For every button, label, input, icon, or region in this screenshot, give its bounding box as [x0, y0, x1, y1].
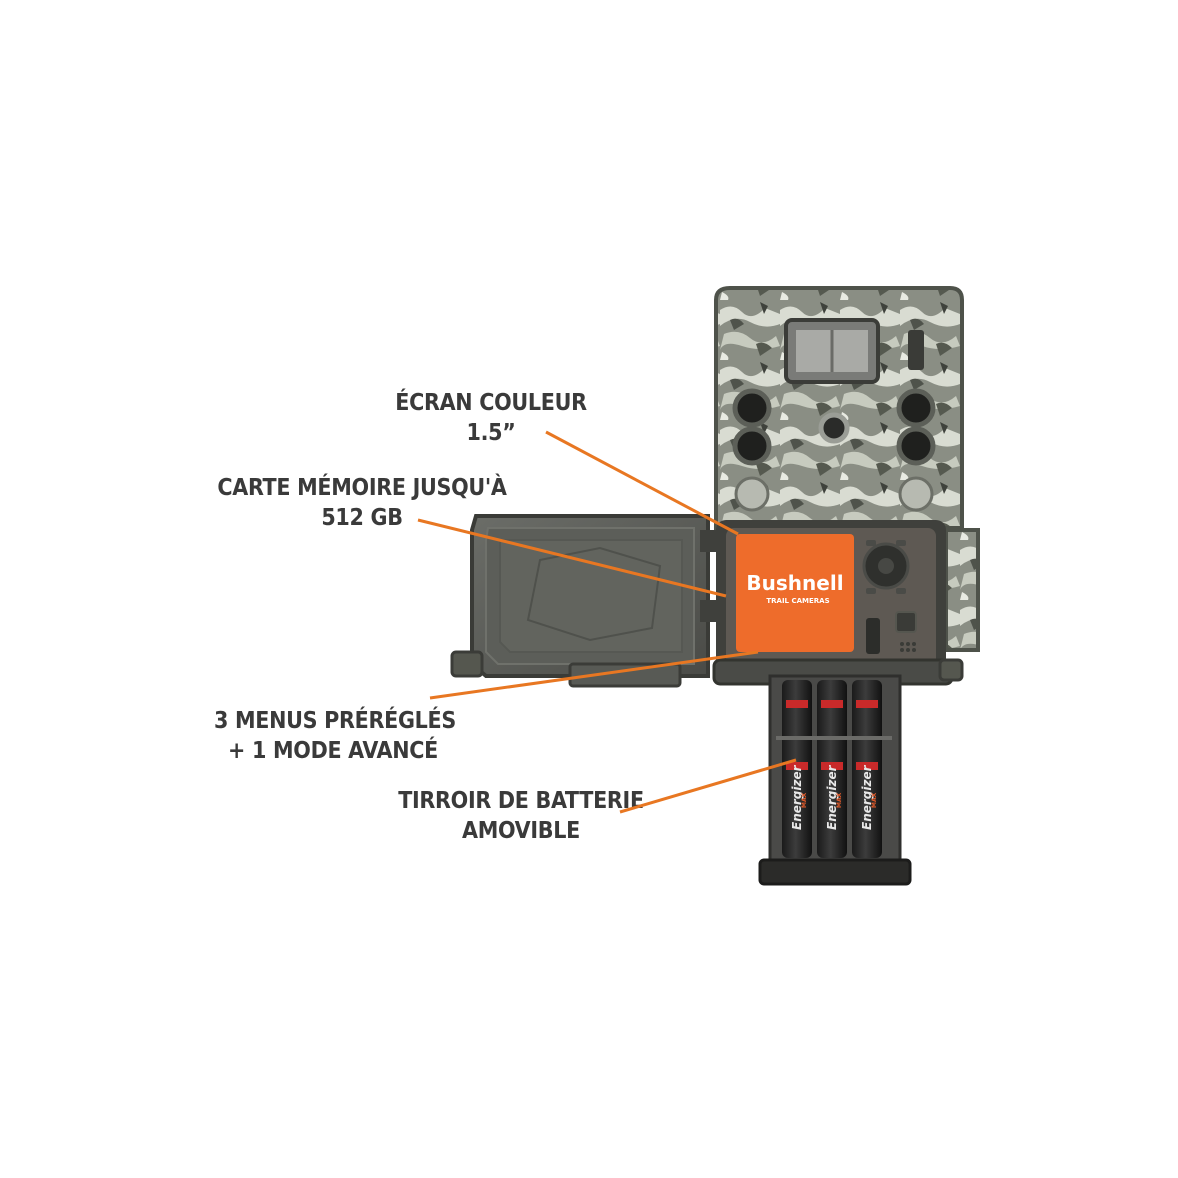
callout-memory-line2: 512 GB — [321, 505, 403, 531]
battery-tag: MAX — [836, 792, 843, 808]
callout-line-memory — [417, 518, 727, 598]
indicator-light — [908, 330, 924, 370]
battery-label: Energizer — [790, 764, 804, 830]
callout-screen: ÉCRAN COULEUR 1.5” — [388, 388, 594, 448]
callout-memory: CARTE MÉMOIRE JUSQU'À 512 GB — [214, 473, 510, 533]
callout-battery-line2: AMOVIBLE — [462, 818, 580, 844]
callout-line-screen — [545, 430, 739, 536]
battery-tray-handle — [758, 858, 912, 886]
camera-lens — [818, 412, 850, 444]
callout-screen-line2: 1.5” — [466, 420, 516, 446]
control-panel: Bushnell TRAIL CAMERAS — [712, 520, 964, 686]
callout-memory-line1: CARTE MÉMOIRE JUSQU'À — [217, 475, 507, 501]
brand-sub-logo: TRAIL CAMERAS — [766, 597, 829, 605]
battery-label: Energizer — [860, 764, 874, 830]
camera-body — [714, 286, 980, 652]
callout-menus-line2: + 1 MODE AVANCÉ — [228, 738, 438, 764]
callout-lines — [417, 430, 797, 814]
battery-tray: Energizer Energizer Energizer MAX MAX MA… — [758, 674, 912, 886]
battery-label: Energizer — [825, 764, 839, 830]
callout-line-menus — [429, 650, 759, 700]
power-switch — [866, 618, 880, 654]
callout-battery: TIRROIR DE BATTERIE AMOVIBLE — [398, 786, 644, 846]
brand-logo: Bushnell — [746, 571, 843, 595]
battery-tag: MAX — [801, 792, 808, 808]
callout-menus: 3 MENUS PRÉRÉGLÉS + 1 MODE AVANCÉ — [214, 706, 456, 766]
brand-panel — [736, 534, 854, 652]
callout-line-battery — [619, 758, 797, 814]
callout-menus-line1: 3 MENUS PRÉRÉGLÉS — [214, 708, 456, 734]
callout-screen-line1: ÉCRAN COULEUR — [395, 390, 587, 416]
battery-tag: MAX — [871, 792, 878, 808]
camera-door — [450, 514, 718, 688]
callout-battery-line1: TIRROIR DE BATTERIE — [398, 788, 644, 814]
